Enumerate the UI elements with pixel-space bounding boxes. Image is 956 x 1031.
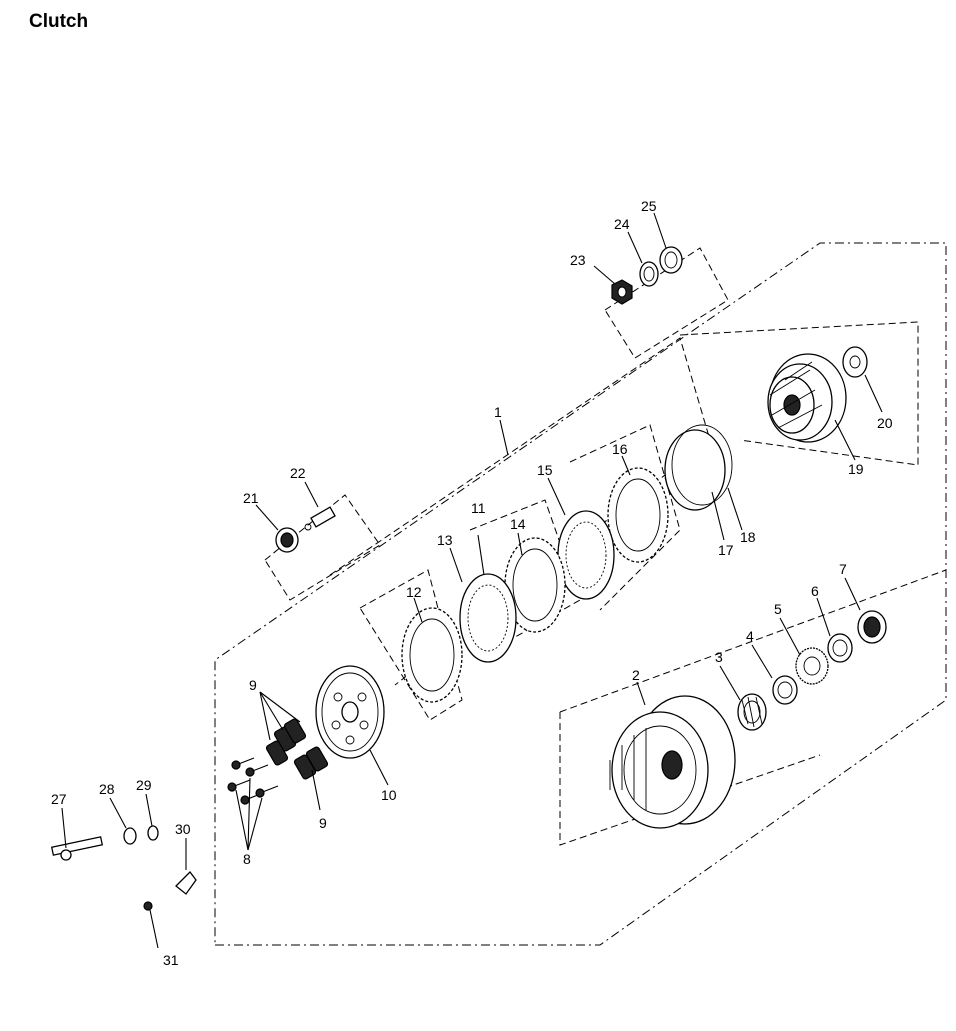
- callout-10: 10: [381, 787, 397, 803]
- part-13-steel-plate: [459, 573, 517, 663]
- part-5-gear: [795, 647, 829, 685]
- part-9-clutch-springs: [265, 718, 329, 780]
- callout-11: 11: [471, 500, 486, 516]
- callout-18: 18: [740, 529, 756, 545]
- assembly-boundary: [214, 242, 947, 946]
- part-24-washer: [639, 261, 659, 287]
- part-10-pressure-plate: [315, 665, 385, 759]
- leader-lines: [61, 212, 883, 949]
- page-title: Clutch: [29, 11, 89, 32]
- callout-2: 2: [632, 667, 640, 683]
- callout-15: 15: [537, 462, 553, 478]
- part-4-bushing: [772, 675, 798, 705]
- part-8-bolts: [227, 757, 279, 805]
- part-3-needle-bearing: [737, 693, 767, 731]
- callout-labels: 1 2 3 4 5 6 7 8 9 9 10 11 12 13 14 15 16…: [51, 198, 893, 968]
- callout-31: 31: [163, 952, 179, 968]
- callout-17: 17: [718, 542, 734, 558]
- part-12-friction-plate: [401, 607, 463, 703]
- part-7-seal: [857, 610, 887, 644]
- part-21-bearing: [275, 527, 299, 553]
- part-29-o-ring: [147, 825, 159, 841]
- callout-14: 14: [510, 516, 526, 532]
- callout-8: 8: [243, 851, 251, 867]
- callout-27: 27: [51, 791, 67, 807]
- part-15-steel-plate: [557, 510, 615, 600]
- part-2-clutch-basket: [609, 695, 736, 829]
- callout-22: 22: [290, 465, 306, 481]
- callout-9a: 9: [249, 677, 257, 693]
- part-16-friction-plate: [607, 467, 669, 563]
- part-28-bushing: [123, 827, 137, 845]
- callout-12: 12: [406, 584, 422, 600]
- callout-20: 20: [877, 415, 893, 431]
- callout-9b: 9: [319, 815, 327, 831]
- callout-13: 13: [437, 532, 453, 548]
- callout-24: 24: [614, 216, 630, 232]
- part-6-spacer: [827, 633, 853, 663]
- callout-23: 23: [570, 252, 586, 268]
- callout-3: 3: [715, 649, 723, 665]
- callout-4: 4: [746, 628, 754, 644]
- part-20-thrust-washer: [842, 346, 868, 378]
- callout-16: 16: [612, 441, 628, 457]
- callout-21: 21: [243, 490, 259, 506]
- part-27-release-shaft: [50, 836, 104, 861]
- callout-6: 6: [811, 583, 819, 599]
- callout-30: 30: [175, 821, 191, 837]
- callout-28: 28: [99, 781, 115, 797]
- callout-25: 25: [641, 198, 657, 214]
- callout-29: 29: [136, 777, 152, 793]
- callout-7: 7: [839, 561, 847, 577]
- part-23-nut: [611, 279, 633, 305]
- callout-19: 19: [848, 461, 864, 477]
- callout-5: 5: [774, 601, 782, 617]
- part-19-clutch-hub: [767, 353, 847, 443]
- part-30-release-lever: [175, 871, 197, 895]
- part-25-washer: [659, 246, 683, 274]
- part-22-release-pin: [304, 506, 336, 531]
- part-31-screw: [143, 901, 153, 911]
- part-17-18-spring-rings: [664, 424, 733, 511]
- callout-1: 1: [494, 404, 502, 420]
